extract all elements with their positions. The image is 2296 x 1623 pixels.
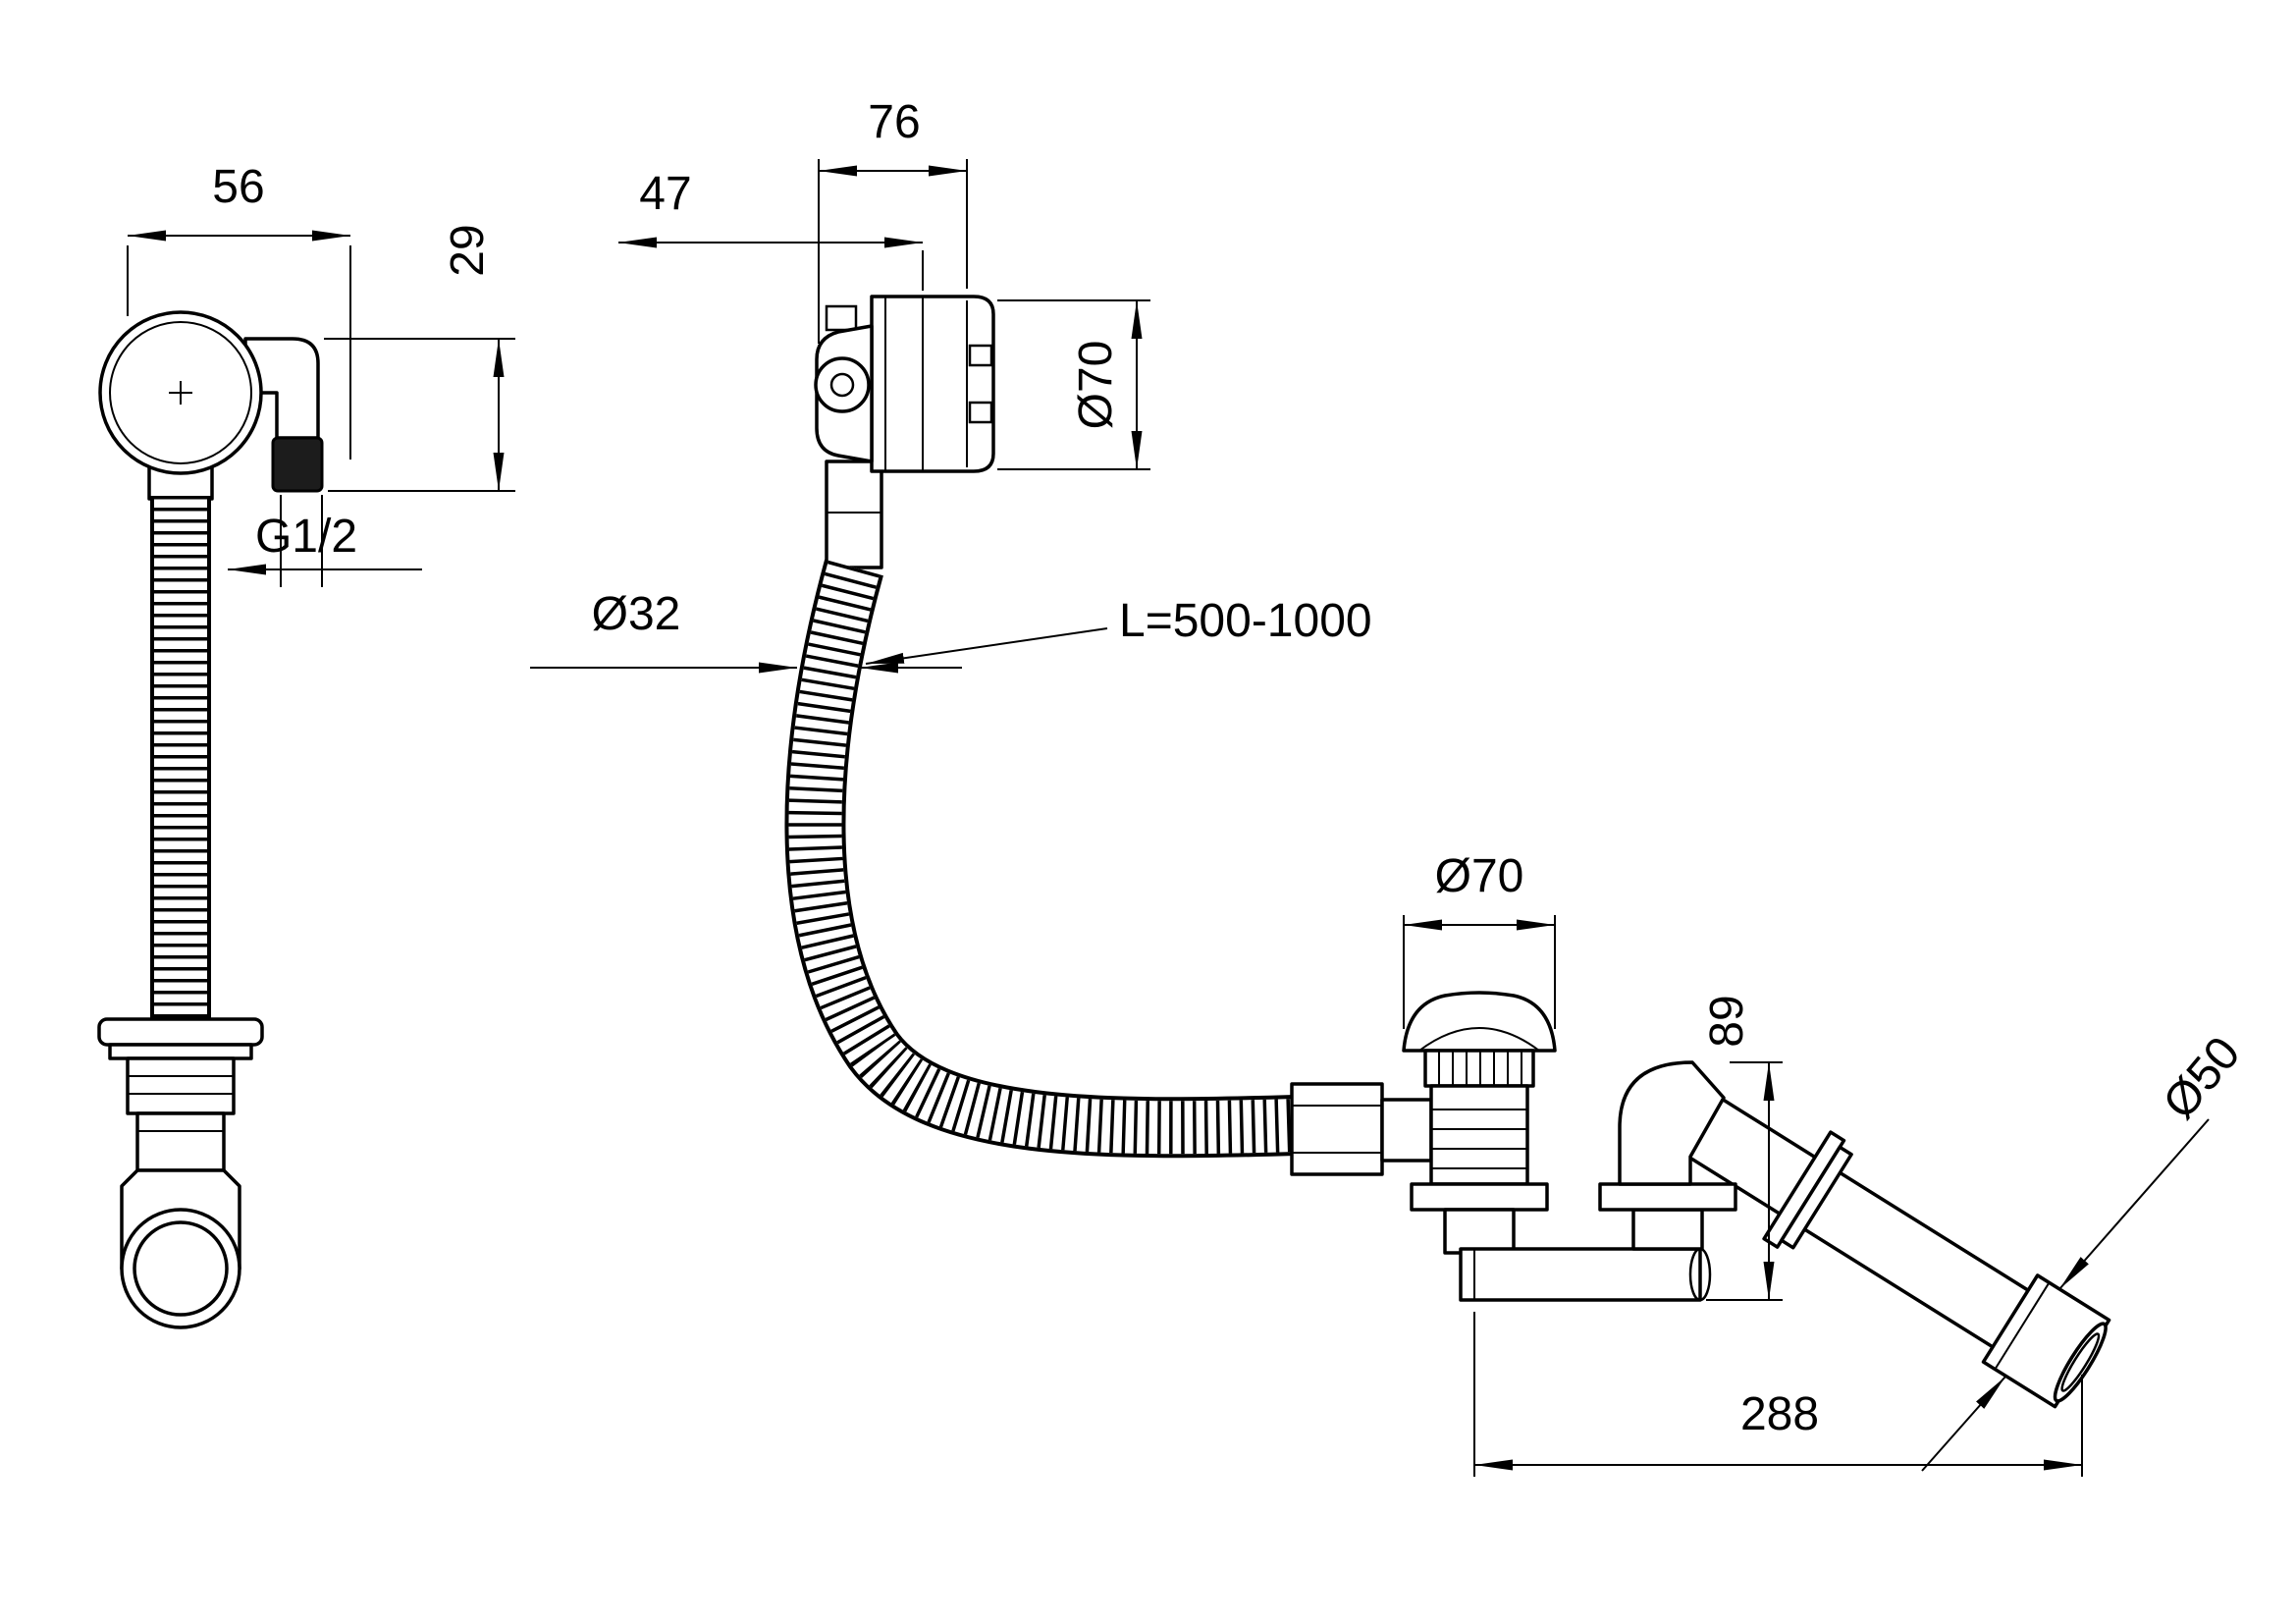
overflow-elbow xyxy=(243,337,320,440)
outlet-coupling xyxy=(1981,1273,2111,1409)
cap-clip xyxy=(968,401,993,424)
drain-body-lines xyxy=(128,1075,234,1095)
dim-label-29: 29 xyxy=(442,224,494,276)
drain-elbow-left xyxy=(97,1017,264,1329)
dim-label-dia70-drain: Ø70 xyxy=(1435,850,1524,902)
dimension-76: 76 xyxy=(818,96,968,344)
dim-label-dia70: Ø70 xyxy=(1070,341,1122,430)
hose-ribs xyxy=(788,560,1297,1155)
leader-line xyxy=(2058,1118,2210,1290)
dimension-288: 288 xyxy=(1473,1312,2083,1477)
dimension-dia70-overflow: Ø70 xyxy=(997,299,1150,470)
thread-outlet xyxy=(271,436,324,493)
housing-nib xyxy=(825,304,858,332)
locknut-flange-right xyxy=(1598,1182,1737,1212)
drain-tube xyxy=(135,1111,226,1172)
overflow-fitting-side xyxy=(98,310,324,501)
overflow-fitting-front xyxy=(814,295,995,569)
hose-body xyxy=(788,560,1297,1155)
flexible-hose-middle xyxy=(784,559,1297,1159)
outlet-end-inner xyxy=(2060,1332,2101,1392)
dimension-dia70-drain: Ø70 xyxy=(1403,850,1556,1029)
dimension-47: 47 xyxy=(618,168,924,291)
dimension-56: 56 xyxy=(127,161,351,460)
drain-trap-assembly xyxy=(1290,991,1737,1302)
drain-flange xyxy=(97,1017,264,1047)
rosette-cap xyxy=(870,295,995,473)
trap-pipe-horizontal xyxy=(1459,1247,1702,1302)
dimension-29: 29 xyxy=(324,224,515,492)
cap-face-lines xyxy=(884,297,968,471)
center-marks-icon xyxy=(169,381,192,405)
middle-view: 76 47 Ø70 Ø32 L=500-1000 xyxy=(530,96,1372,1159)
dim-label-dia50: Ø50 xyxy=(2154,1027,2251,1129)
dim-label-47: 47 xyxy=(639,168,691,220)
outlet-elbow xyxy=(1618,1060,1726,1186)
wall-flange-plate xyxy=(1780,1145,1853,1250)
left-view: 56 29 G1/2 xyxy=(97,161,515,1329)
pivot-outer xyxy=(814,356,871,413)
dim-label-288: 288 xyxy=(1740,1388,1819,1440)
dim-label-89: 89 xyxy=(1701,995,1753,1047)
hose-length-label: L=500-1000 xyxy=(1119,595,1372,647)
plug-ribs xyxy=(1438,1051,1522,1086)
dim-label-dia32: Ø32 xyxy=(592,588,681,640)
leader-line xyxy=(865,627,1108,665)
dimension-89: 89 xyxy=(1701,995,1783,1301)
drain-body-threads xyxy=(1431,1109,1527,1169)
overflow-body-inner xyxy=(109,321,252,464)
drain-view: Ø70 89 288 Ø50 xyxy=(1290,850,2251,1477)
locknut-flange-left xyxy=(1410,1182,1549,1212)
drain-body xyxy=(126,1056,236,1115)
plug-dome xyxy=(1402,991,1557,1053)
dim-label-76: 76 xyxy=(868,96,920,148)
nut-stub xyxy=(1380,1098,1433,1163)
drain-flange-lip xyxy=(108,1043,253,1060)
dimension-g12: G1/2 xyxy=(228,495,422,587)
tailpiece-right xyxy=(1631,1208,1704,1251)
down-pipe xyxy=(825,460,883,569)
dimension-dia50: Ø50 xyxy=(1921,1027,2251,1472)
outlet-end-inner xyxy=(133,1220,229,1317)
hose-union-nut xyxy=(1290,1082,1384,1176)
tailpiece-left xyxy=(1443,1208,1516,1255)
plug-dome-inner xyxy=(1418,1027,1540,1052)
coupling-seam xyxy=(1994,1281,2051,1371)
leader-line xyxy=(1921,1376,2006,1472)
pivot-inner xyxy=(829,372,855,398)
hose-length-callout: L=500-1000 xyxy=(865,595,1372,665)
outlet-end-outer xyxy=(2053,1322,2108,1403)
dimension-dia32: Ø32 xyxy=(530,588,962,674)
dim-label-56: 56 xyxy=(212,161,264,213)
thread-label-g12: G1/2 xyxy=(255,511,357,563)
nut-lines xyxy=(1292,1105,1382,1154)
cap-clip xyxy=(968,344,993,367)
outlet-pipe-group xyxy=(1676,1092,2111,1409)
